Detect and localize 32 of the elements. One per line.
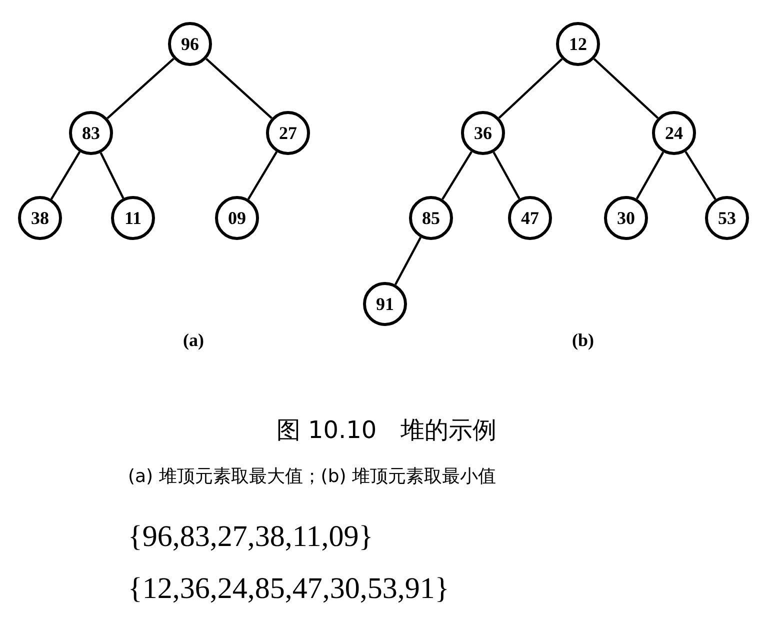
tree-node-circle: 85: [409, 196, 453, 240]
tree-edge: [50, 151, 81, 200]
tree-edge: [442, 151, 472, 200]
tree-edge: [593, 58, 659, 119]
tree-node-circle: 83: [69, 111, 113, 155]
set-notation: {12,36,24,85,47,30,53,91}: [128, 572, 450, 606]
set-notation: {96,83,27,38,11,09}: [128, 520, 374, 554]
tree-edge: [100, 152, 124, 199]
tree-edge: [206, 58, 272, 120]
figure-caption: 图 10.10 堆的示例: [275, 415, 498, 446]
tree-node-circle: 36: [461, 111, 505, 155]
tree-node-circle: 47: [508, 196, 552, 240]
tree-node-circle: 11: [111, 196, 155, 240]
tree-node-circle: 96: [168, 22, 212, 66]
tree-edge: [636, 152, 664, 200]
tree-edge: [492, 152, 520, 200]
tree-edge: [247, 151, 278, 200]
subfigure-label: (a): [183, 330, 204, 351]
tree-edge: [394, 236, 422, 286]
tree-node-circle: 91: [363, 282, 407, 326]
tree-node-circle: 30: [604, 196, 648, 240]
subfigure-label: (b): [572, 330, 594, 351]
tree-node-circle: 53: [705, 196, 749, 240]
tree-node-circle: 24: [652, 111, 696, 155]
tree-node-circle: 12: [556, 22, 600, 66]
tree-edge: [106, 58, 174, 120]
tree-edge: [684, 151, 716, 200]
tree-node-circle: 38: [18, 196, 62, 240]
tree-node-circle: 27: [266, 111, 310, 155]
figure-subcaption: (a) 堆顶元素取最大值；(b) 堆顶元素取最小值: [128, 465, 496, 488]
tree-node-circle: 09: [215, 196, 259, 240]
tree-edge: [498, 58, 563, 119]
